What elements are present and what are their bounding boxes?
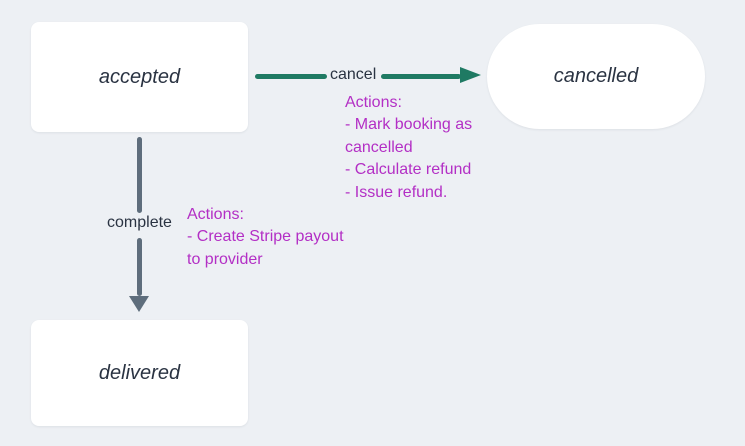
state-node-accepted: accepted	[31, 22, 248, 132]
edge-complete-arrowhead-icon	[129, 296, 149, 312]
state-node-accepted-label: accepted	[98, 65, 181, 88]
edge-cancel-line-right	[381, 74, 461, 79]
state-node-cancelled: cancelled	[487, 24, 705, 129]
edge-cancel-arrowhead-icon	[460, 67, 481, 83]
edge-complete-line-bottom	[137, 238, 142, 296]
state-node-cancelled-label: cancelled	[553, 65, 639, 87]
edge-cancel-label: cancel	[330, 66, 377, 83]
state-node-delivered-label: delivered	[98, 361, 181, 384]
edge-complete-actions-text: Actions: - Create Stripe payout to provi…	[187, 206, 344, 268]
edge-cancel-actions-text: Actions: - Mark booking as cancelled - C…	[345, 94, 473, 201]
edge-complete-label: complete	[107, 214, 172, 231]
edge-cancel-line-left	[255, 74, 327, 79]
state-node-delivered: delivered	[31, 320, 248, 426]
edge-complete-line-top	[137, 137, 142, 213]
